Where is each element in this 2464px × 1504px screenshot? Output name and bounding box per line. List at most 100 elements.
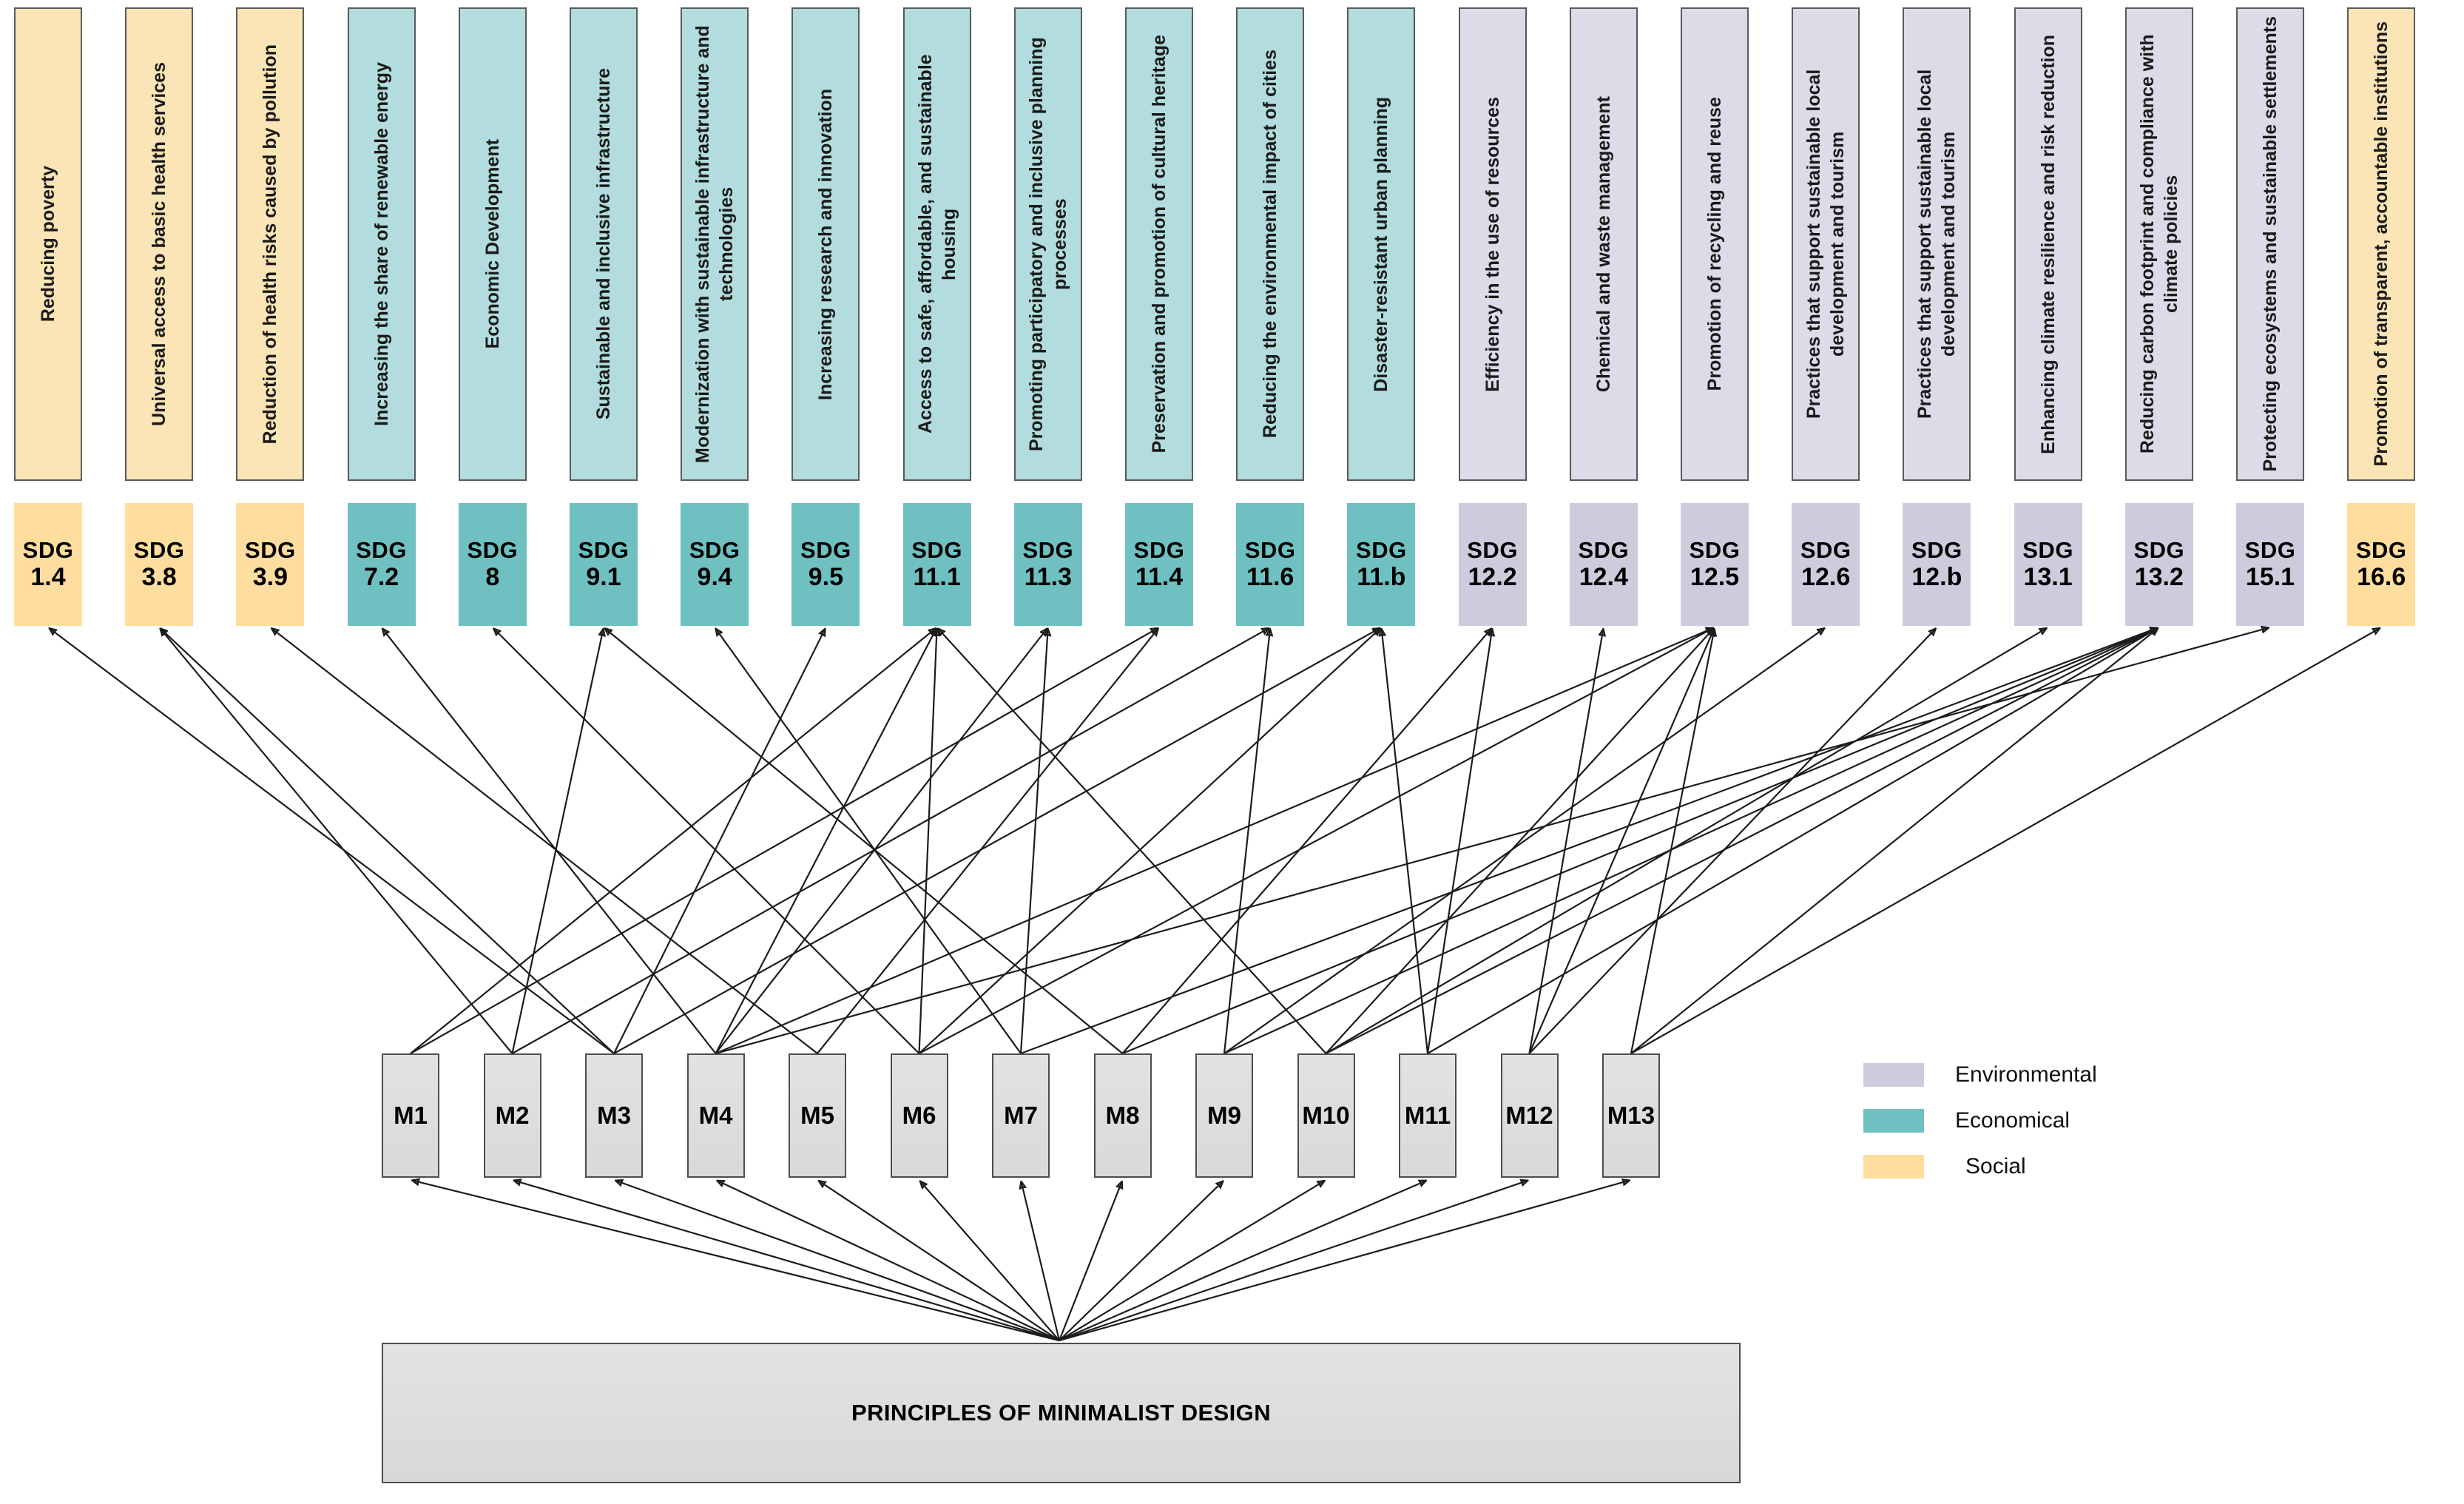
sdg-prefix: SDG [2133, 536, 2185, 563]
sdg-description-label: Reducing poverty [38, 166, 58, 323]
measure-box[interactable]: M1 [382, 1053, 439, 1178]
sdg-description-label: Disaster-resistant urban planning [1371, 96, 1392, 392]
sdg-code: 13.1 [2023, 563, 2073, 592]
sdg-description-box[interactable]: Access to safe, affordable, and sustaina… [902, 7, 971, 481]
connector-arrow [494, 629, 920, 1054]
root-label: PRINCIPLES OF MINIMALIST DESIGN [851, 1400, 1271, 1426]
sdg-description-box[interactable]: Economic Development [458, 7, 527, 481]
legend-label: Social [1965, 1154, 2026, 1178]
sdg-code: 11.3 [1024, 563, 1072, 592]
connector-arrow [382, 629, 717, 1054]
legend-item: Social [1863, 1144, 2278, 1190]
sdg-description-box[interactable]: Promoting participatory and inclusive pl… [1013, 7, 1082, 481]
legend-label: Environmental [1955, 1062, 2097, 1087]
measure-label: M9 [1207, 1102, 1241, 1129]
sdg-description-box[interactable]: Practices that support sustainable local… [1903, 7, 1971, 481]
sdg-description-box[interactable]: Protecting ecosystems and sustainable se… [2236, 7, 2304, 481]
connector-arrow [514, 1181, 1060, 1342]
connector-arrow [1630, 630, 1714, 1054]
sdg-prefix: SDG [133, 536, 185, 563]
sdg-description-box[interactable]: Chemical and waste management [1569, 7, 1638, 481]
measure-box[interactable]: M11 [1399, 1053, 1457, 1178]
sdg-description-box[interactable]: Promotion of transparent, accountable in… [2347, 7, 2416, 481]
sdg-description-label: Increasing the share of renewable energy [371, 62, 392, 426]
sdg-code: 13.2 [2134, 563, 2184, 592]
measure-label: M12 [1505, 1102, 1553, 1129]
connector-arrow [511, 630, 604, 1054]
connector-arrow [410, 628, 1157, 1054]
connector-arrow [511, 628, 1269, 1054]
measure-box[interactable]: M9 [1195, 1053, 1253, 1178]
sdg-code: 11.b [1357, 563, 1406, 592]
sdg-description-label: Promotion of transparent, accountable in… [2371, 21, 2392, 467]
sdg-prefix: SDG [2244, 536, 2296, 563]
sdg-description-box[interactable]: Universal access to basic health service… [125, 7, 194, 481]
legend-label: Economical [1955, 1108, 2070, 1133]
sdg-description-box[interactable]: Modernization with sustainable infrastru… [681, 7, 749, 481]
sdg-description-box[interactable]: Enhancing climate resilience and risk re… [2014, 7, 2082, 481]
sdg-code: 9.1 [586, 563, 621, 592]
measure-box[interactable]: M7 [992, 1053, 1050, 1178]
sdg-code: 11.6 [1246, 563, 1295, 592]
sdg-description-box[interactable]: Disaster-resistant urban planning [1347, 7, 1416, 481]
connector-arrow [715, 628, 1713, 1055]
sdg-description-label: Reducing the environmental impact of cit… [1260, 50, 1281, 439]
sdg-prefix: SDG [1022, 536, 1074, 563]
sdg-description-box[interactable]: Increasing the share of renewable energy [347, 7, 416, 481]
sdg-description-box[interactable]: Promotion of recycling and reuse [1681, 7, 1749, 481]
sdg-description-box[interactable]: Sustainable and inclusive infrastructure [570, 7, 638, 481]
connector-arrow [161, 629, 615, 1054]
connector-arrow [1059, 1181, 1629, 1342]
sdg-description-box[interactable]: Reduction of health risks caused by poll… [236, 7, 305, 481]
sdg-description-box[interactable]: Reducing poverty [14, 7, 82, 481]
measure-box[interactable]: M3 [585, 1053, 643, 1178]
sdg-prefix: SDG [356, 536, 407, 563]
measure-box[interactable]: M5 [789, 1053, 846, 1178]
measure-box[interactable]: M8 [1093, 1053, 1152, 1178]
measure-box[interactable]: M2 [483, 1053, 541, 1178]
sdg-code: 12.2 [1468, 563, 1517, 592]
sdg-description-box[interactable]: Preservation and promotion of cultural h… [1125, 7, 1193, 481]
root-node[interactable]: PRINCIPLES OF MINIMALIST DESIGN [382, 1343, 1741, 1483]
sdg-description-box[interactable]: Increasing research and innovation [791, 7, 860, 481]
sdg-description-label: Increasing research and innovation [815, 88, 837, 400]
sdg-description-box[interactable]: Practices that support sustainable local… [1792, 7, 1860, 481]
sdg-description-box[interactable]: Efficiency in the use of resources [1458, 7, 1527, 481]
sdg-description-box[interactable]: Reducing carbon footprint and compliance… [2124, 7, 2193, 481]
sdg-code: 9.5 [808, 563, 844, 592]
measure-box[interactable]: M12 [1500, 1053, 1559, 1178]
sdg-code: 3.8 [141, 563, 177, 592]
measure-box[interactable]: M6 [890, 1053, 948, 1178]
sdg-code: 9.4 [697, 563, 732, 592]
measure-box[interactable]: M10 [1297, 1053, 1355, 1178]
measure-box[interactable]: M13 [1602, 1053, 1660, 1178]
connector-arrow [413, 1181, 1060, 1342]
connector-arrow [1528, 630, 1714, 1054]
measure-label: M6 [902, 1102, 936, 1129]
legend-swatch [1863, 1063, 1924, 1087]
measure-box[interactable]: M4 [686, 1053, 745, 1178]
sdg-description-box[interactable]: Reducing the environmental impact of cit… [1236, 7, 1305, 481]
